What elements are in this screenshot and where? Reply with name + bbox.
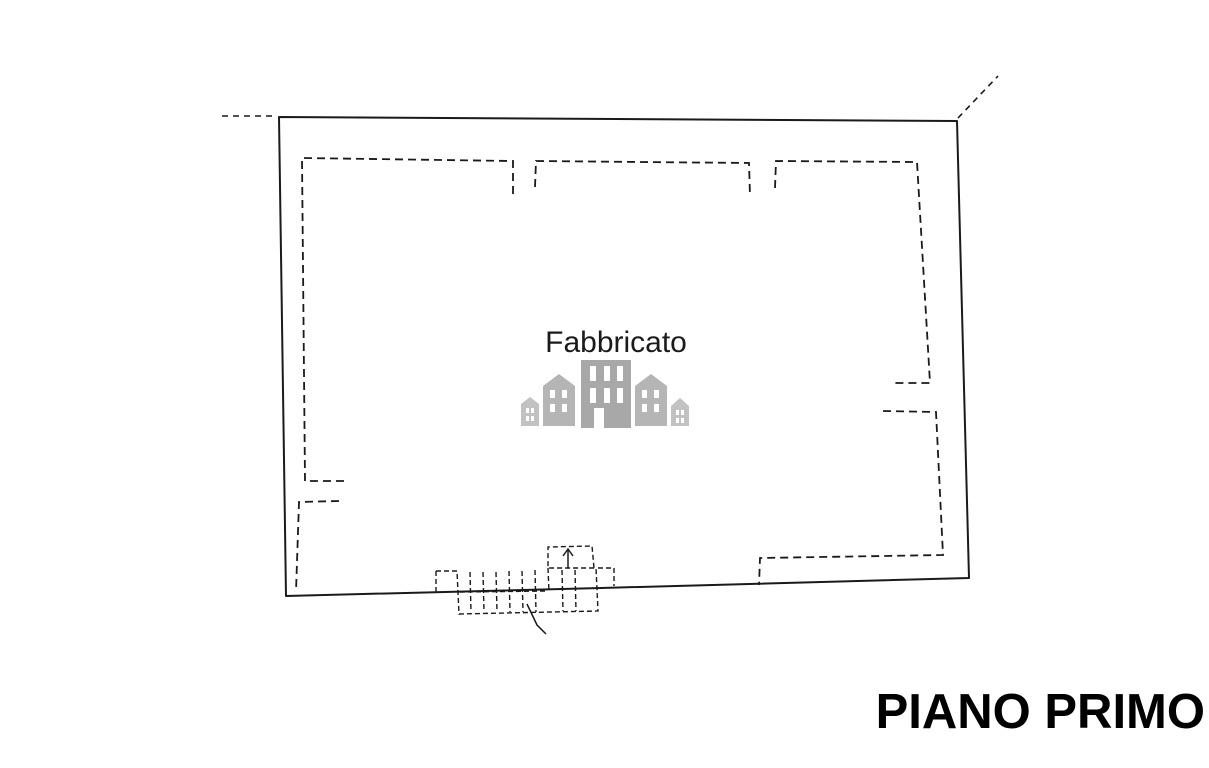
outer-wall — [278, 116, 970, 597]
inner-wall-top-right — [774, 160, 931, 384]
inner-wall-left-lower — [295, 500, 340, 593]
inner-walls-dashed — [295, 157, 944, 593]
leader-line — [526, 603, 547, 635]
inner-wall-right-lower — [758, 410, 944, 586]
room-label: Fabbricato — [545, 326, 687, 359]
arrow-up-icon — [562, 547, 574, 568]
floor-title: PIANO PRIMO — [875, 685, 1205, 739]
inner-wall-top-left — [301, 157, 514, 482]
extension-lines — [222, 75, 999, 119]
buildings-watermark-icon — [521, 360, 689, 428]
staircase — [435, 545, 615, 615]
inner-wall-top-middle — [534, 160, 751, 197]
